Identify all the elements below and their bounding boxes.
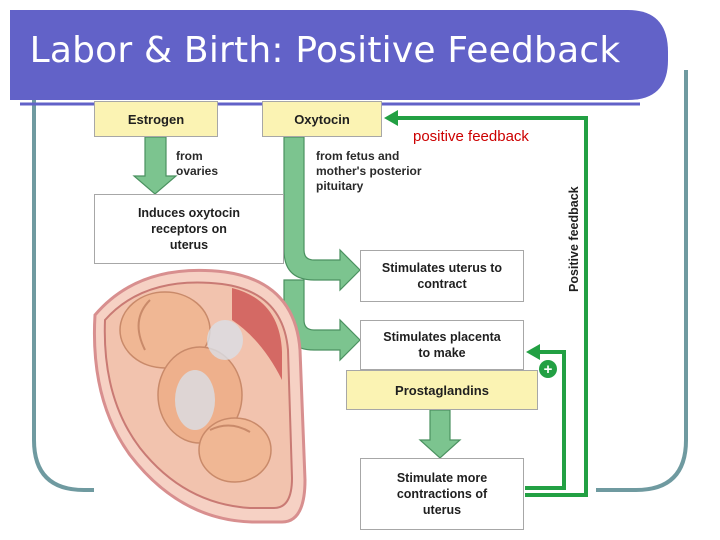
positive-feedback-loop-inner xyxy=(525,350,566,490)
feedback-arrowhead-inner xyxy=(526,344,540,360)
oxytocin-box: Oxytocin xyxy=(262,101,382,137)
feedback-arrowhead-outer xyxy=(384,110,398,126)
uterus-fetus-illustration xyxy=(92,268,307,524)
estrogen-source-note: from ovaries xyxy=(176,149,219,178)
estrogen-box: Estrogen xyxy=(94,101,218,137)
estrogen-arrow xyxy=(132,136,178,195)
oxytocin-source-note: from fetus and mother's posterior pituit… xyxy=(316,149,422,193)
prostaglandins-arrow xyxy=(418,409,462,459)
positive-feedback-loop-outer xyxy=(396,116,588,497)
slide-frame-border-right xyxy=(596,70,688,492)
oxytocin-arrow-to-uterus xyxy=(283,136,361,292)
induces-receptors-box: Induces oxytocin receptors on uterus xyxy=(94,194,284,264)
stimulates-placenta-box: Stimulates placenta to make xyxy=(360,320,524,370)
title-bar xyxy=(10,10,668,100)
positive-feedback-vertical-label: Positive feedback xyxy=(567,186,581,292)
stimulates-uterus-box: Stimulates uterus to contract xyxy=(360,250,524,302)
stimulate-contractions-box: Stimulate more contractions of uterus xyxy=(360,458,524,530)
positive-feedback-label: positive feedback xyxy=(413,128,529,145)
plus-icon: + xyxy=(539,360,557,378)
slide-title: Labor & Birth: Positive Feedback xyxy=(29,29,621,71)
prostaglandins-box: Prostaglandins xyxy=(346,370,538,410)
slide-frame-border xyxy=(32,95,94,492)
